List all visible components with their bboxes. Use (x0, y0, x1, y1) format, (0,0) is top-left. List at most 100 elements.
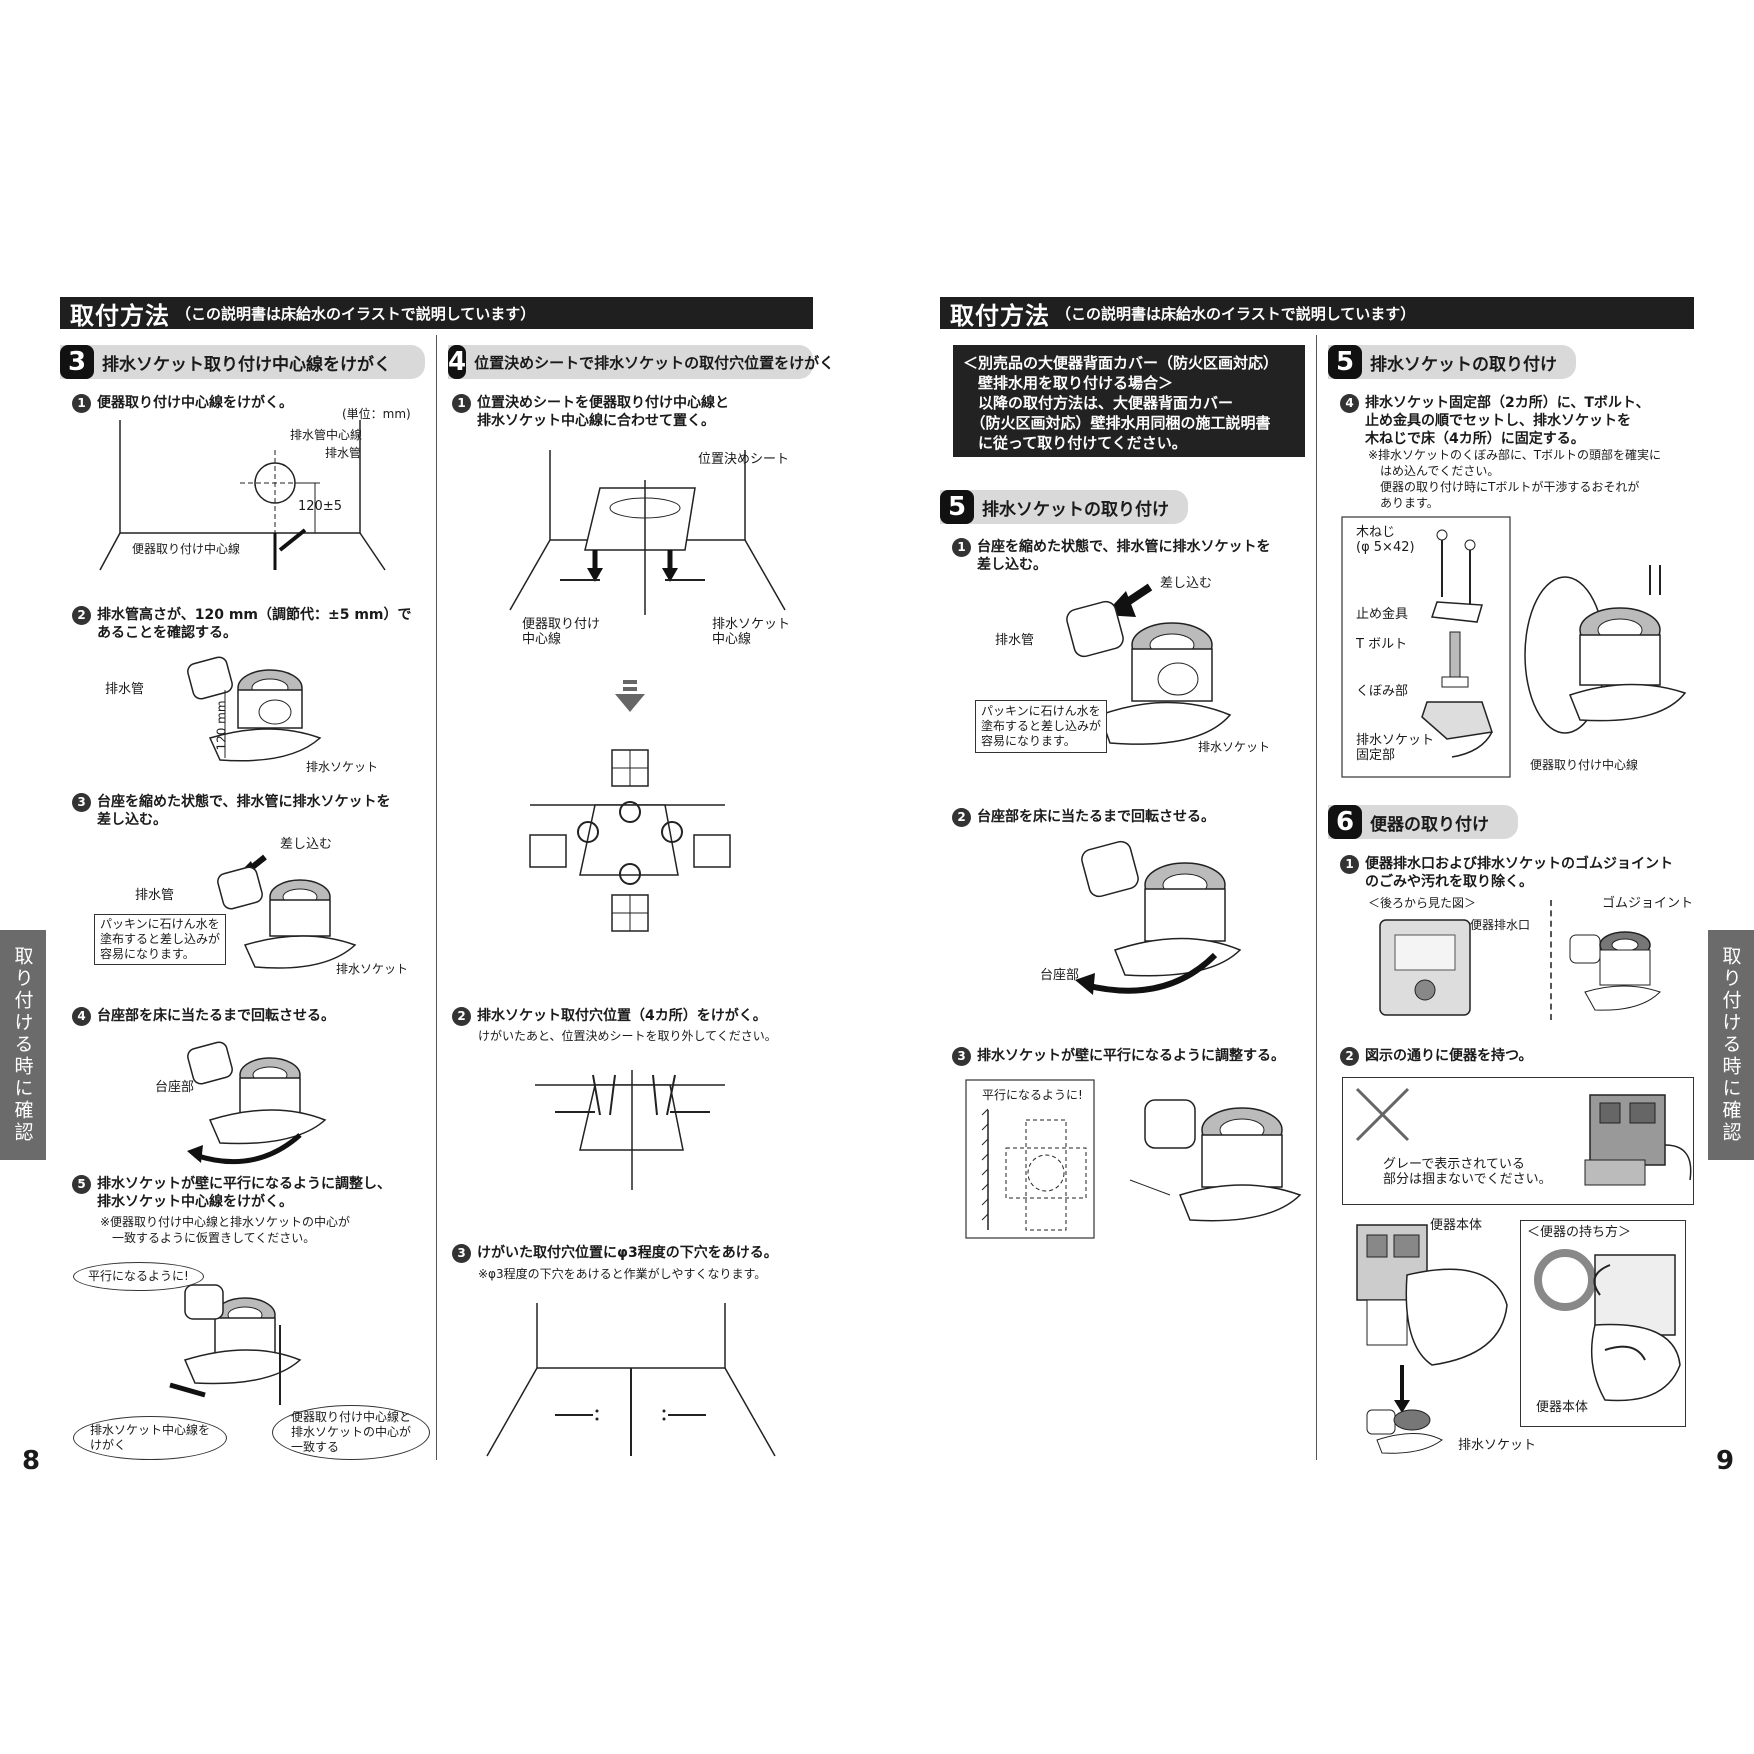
r5b-center: 便器取り付け中心線 (1530, 758, 1639, 772)
socket-parallel-diagram (1129, 1099, 1302, 1222)
l4-base: 台座部 (155, 1080, 195, 1095)
circle-number-1: 1 (1340, 855, 1359, 874)
step4-note3: ※φ3程度の下穴をあけると作業がしやすくなります。 (478, 1267, 767, 1281)
r6-body: 便器本体 (1430, 1218, 1483, 1233)
r5b-fix: 排水ソケット 固定部 (1356, 733, 1435, 763)
l3-tip: パッキンに石けん水を 塗布すると差し込みが 容易になります。 (94, 914, 227, 965)
l3-socket: 排水ソケット (336, 962, 409, 976)
right-page-number: 9 (1716, 1446, 1735, 1476)
dashed-divider (1550, 900, 1552, 1020)
step3-title: 排水ソケット取り付け中心線をけがく (102, 354, 391, 375)
toilet-unit-gray-diagram (1584, 1094, 1692, 1186)
b5-parallel: 平行になるように! (73, 1262, 204, 1291)
r5-socket: 排水ソケット (1198, 740, 1271, 754)
l3-pipe: 排水管 (135, 888, 175, 903)
holding-method-box (1520, 1220, 1686, 1427)
step3-note5: ※便器取り付け中心線と排水ソケットの中心が 一致するように仮置きしてください。 (100, 1215, 351, 1245)
toilet-lowering-diagram (1356, 1224, 1508, 1454)
socket-height-diagram (187, 656, 322, 762)
step4-number: 4 (448, 345, 467, 379)
circle-number-5: 5 (72, 1175, 91, 1194)
l4-sheet: 位置決めシート (698, 452, 790, 467)
circle-number-4: 4 (72, 1007, 91, 1026)
circle-number-2: 2 (1340, 1047, 1359, 1066)
right-column-divider (1316, 335, 1317, 1460)
circle-number-4: 4 (1340, 394, 1359, 413)
step5-header: 5 排水ソケットの取り付け (940, 490, 1188, 524)
down-arrow-icon (615, 680, 645, 712)
step5b-title: 排水ソケットの取り付け (1370, 354, 1557, 375)
hole-position-detail-diagram (529, 749, 731, 932)
l2-height: 120 mm (214, 700, 229, 751)
circle-number-1: 1 (952, 538, 971, 557)
left-header: 取付方法 （この説明書は床給水のイラストで説明しています） (60, 297, 813, 330)
left-side-tab: 取り付ける時に確認 (0, 930, 46, 1160)
rubber-joint-socket-diagram (1569, 931, 1661, 1011)
step3-number: 3 (60, 345, 94, 379)
base-rotate-diagram-right (1075, 840, 1242, 995)
circle-number-2: 2 (72, 606, 91, 625)
l2-socket: 排水ソケット (306, 760, 379, 774)
tbolt-fixing-box (1341, 516, 1511, 778)
r6-socket: 排水ソケット (1458, 1438, 1537, 1453)
r6-outlet: 便器排水口 (1470, 918, 1531, 932)
step5b-note4: ※排水ソケットのくぼみ部に、Tボルトの頭部を確実に はめ込んでください。 便器の… (1368, 448, 1662, 510)
r6-gray: グレーで表示されている 部分は掴まないでください。 (1383, 1157, 1552, 1187)
step4-note2: けがいたあと、位置決めシートを取り外してください。 (478, 1029, 777, 1043)
step5-number: 5 (940, 490, 974, 524)
do-not-hold-box (1342, 1077, 1694, 1205)
l-dim: 120±5 (298, 499, 342, 514)
step6-header: 6 便器の取り付け (1328, 805, 1518, 839)
step6-title: 便器の取り付け (1370, 814, 1489, 835)
right-header: 取付方法 （この説明書は床給水のイラストで説明しています） (940, 297, 1694, 330)
circle-number-3: 3 (452, 1244, 471, 1263)
circle-number-3: 3 (72, 793, 91, 812)
left-header-sub: （この説明書は床給水のイラストで説明しています） (176, 304, 536, 323)
l4-center: 便器取り付け 中心線 (522, 617, 601, 647)
step5b-number: 5 (1328, 345, 1362, 379)
r5-insert: 差し込む (1160, 576, 1213, 591)
r6-back: ＜後ろから見た図＞ (1368, 896, 1477, 910)
step5b-header: 5 排水ソケットの取り付け (1328, 345, 1576, 379)
right-header-title: 取付方法 (950, 301, 1050, 330)
b5-mark: 排水ソケット中心線を けがく (73, 1416, 228, 1460)
parallel-adjust-box (965, 1079, 1095, 1239)
positioning-sheet-diagram (509, 450, 786, 615)
socket-fixed-oval-diagram (1524, 565, 1687, 734)
r5-base: 台座部 (1040, 968, 1080, 983)
circle-number-2: 2 (952, 808, 971, 827)
step5-title: 排水ソケットの取り付け (982, 499, 1169, 520)
l3-insert: 差し込む (280, 837, 333, 852)
r5-tip: パッキンに石けん水を 塗布すると差し込みが 容易になります。 (975, 700, 1108, 753)
circle-number-3: 3 (952, 1047, 971, 1066)
r5-pipe: 排水管 (995, 633, 1035, 648)
wall-cover-notice: ＜別売品の大便器背面カバー（防火区画対応） 壁排水用を取り付ける場合＞ 以降の取… (953, 345, 1305, 457)
left-page-number: 8 (22, 1446, 41, 1476)
l4-socket-center: 排水ソケット 中心線 (712, 617, 791, 647)
toilet-back-view-diagram (1379, 919, 1471, 1016)
pilot-hole-diagram (486, 1303, 776, 1457)
r5-parallel: 平行になるように! (982, 1088, 1083, 1102)
unit-label: (単位：mm) (342, 407, 411, 421)
left-column-divider (436, 335, 437, 1460)
right-side-tab: 取り付ける時に確認 (1708, 930, 1754, 1160)
left-header-title: 取付方法 (70, 301, 170, 330)
step4-header: 4 位置決めシートで排水ソケットの取付穴位置をけがく (448, 345, 834, 379)
r6-how: ＜便器の持ち方＞ (1527, 1225, 1632, 1240)
circle-number-1: 1 (452, 394, 471, 413)
parallel-mark-diagram (169, 1284, 302, 1405)
r5b-screw: 木ねじ (φ 5×42) (1356, 525, 1415, 555)
